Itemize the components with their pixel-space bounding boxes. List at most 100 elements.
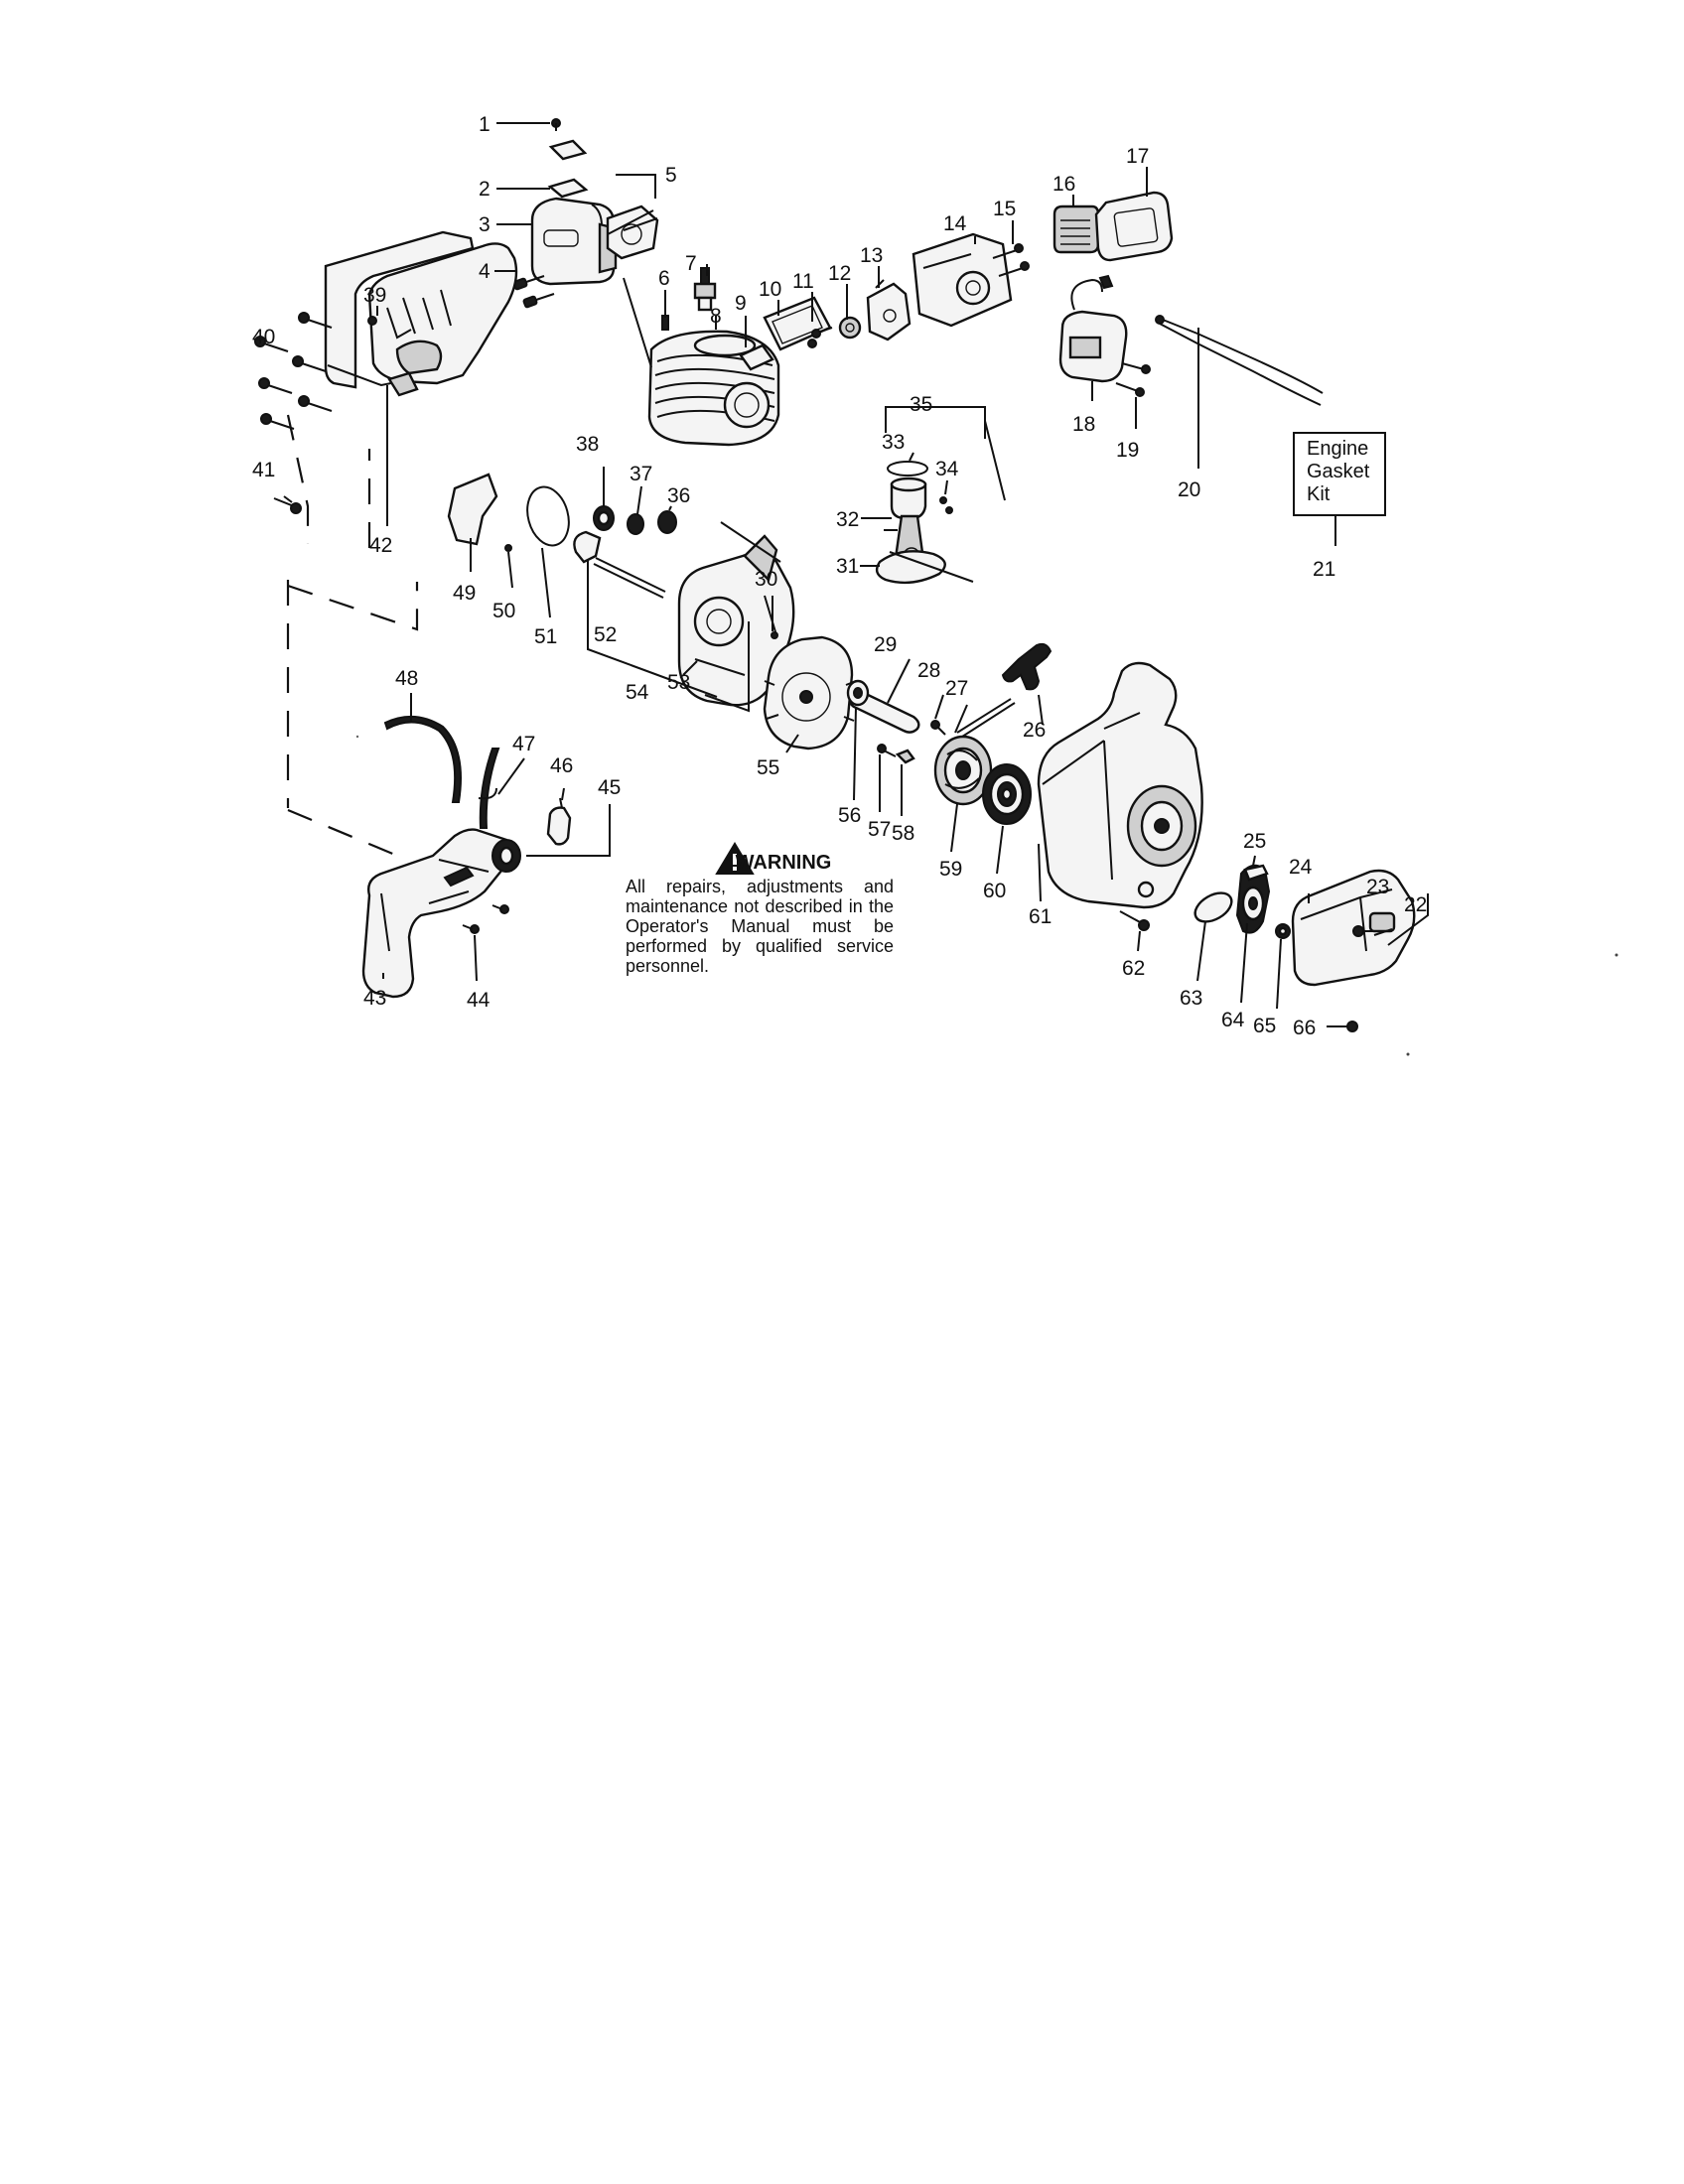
part-16-filter — [1052, 205, 1100, 254]
part-43-handle — [361, 828, 514, 999]
callout-57: 57 — [868, 818, 891, 841]
callout-52: 52 — [594, 623, 617, 646]
part-24-cover — [1291, 869, 1416, 987]
dashed-guides — [286, 414, 419, 862]
part-9-gasket — [739, 343, 774, 371]
callout-38: 38 — [576, 433, 599, 456]
callout-21: 21 — [1313, 558, 1336, 581]
callout-59: 59 — [939, 858, 962, 881]
callout-31: 31 — [836, 555, 859, 578]
part-61-starter-housing — [1037, 661, 1203, 909]
callout-5: 5 — [665, 164, 677, 187]
part-31-gasket — [875, 550, 946, 585]
part-44-screws — [462, 904, 509, 934]
part-60-spring — [982, 763, 1032, 825]
callout-32: 32 — [836, 508, 859, 531]
callout-24: 24 — [1289, 856, 1313, 879]
warning-triangle-icon — [715, 842, 755, 875]
callout-49: 49 — [453, 582, 476, 605]
callout-23: 23 — [1366, 876, 1389, 898]
part-22-screw — [1373, 928, 1393, 936]
callout-51: 51 — [534, 625, 557, 648]
part-40-screws — [254, 312, 333, 430]
callout-27: 27 — [945, 677, 968, 700]
part-63-gasket — [1193, 891, 1233, 923]
part-52-crankshaft — [573, 530, 666, 599]
callout-60: 60 — [983, 880, 1006, 902]
callout-37: 37 — [630, 463, 652, 485]
part-13-carburetor — [866, 279, 912, 341]
callout-17: 17 — [1126, 145, 1149, 168]
callout-33: 33 — [882, 431, 905, 454]
callout-34: 34 — [935, 458, 959, 480]
callout-26: 26 — [1023, 719, 1046, 742]
callout-44: 44 — [467, 989, 491, 1012]
part-55-flywheel — [763, 635, 857, 751]
callout-47: 47 — [512, 733, 535, 755]
part-41-screw — [273, 497, 302, 514]
part-14-air-filter-base — [912, 232, 1013, 328]
part-12-gasket — [838, 316, 862, 340]
callout-58: 58 — [892, 822, 914, 845]
part-33-ring — [887, 461, 928, 477]
part-25-plate — [1243, 864, 1269, 882]
callout-6: 6 — [658, 267, 670, 290]
callout-63: 63 — [1180, 987, 1202, 1010]
part-42-engine-shroud — [324, 230, 518, 397]
callout-28: 28 — [917, 659, 940, 682]
callout-65: 65 — [1253, 1015, 1276, 1037]
callout-labels: 1 2 3 4 5 6 7 8 9 10 11 12 13 14 15 16 1… — [252, 113, 1427, 1039]
part-59-pulley — [933, 735, 993, 806]
callout-45: 45 — [598, 776, 621, 799]
callout-42: 42 — [369, 534, 392, 557]
part-11-screws — [807, 327, 833, 348]
callout-18: 18 — [1072, 413, 1095, 436]
callout-46: 46 — [550, 754, 573, 777]
part-19-screws — [1115, 362, 1151, 397]
part-56-washer — [846, 679, 870, 707]
callout-22: 22 — [1404, 893, 1427, 916]
part-36-seal — [657, 510, 677, 534]
warning-text: All repairs, adjustments and maintenance… — [626, 877, 894, 976]
part-18-ignition-module — [1058, 274, 1128, 383]
kit-line-1: Engine — [1307, 438, 1369, 460]
part-20-wires — [1155, 315, 1324, 406]
callout-55: 55 — [757, 756, 779, 779]
kit-line-3: Kit — [1307, 483, 1331, 505]
callout-29: 29 — [874, 633, 897, 656]
part-48-fuel-line — [383, 716, 462, 803]
callout-30: 30 — [755, 568, 777, 591]
leader-lines — [283, 122, 1348, 1027]
warning-heading: WARNING — [735, 852, 832, 874]
part-65-nut — [1275, 923, 1291, 939]
part-50-pin — [504, 544, 512, 552]
callout-53: 53 — [667, 671, 690, 694]
part-plate — [548, 139, 588, 161]
callout-14: 14 — [943, 212, 967, 235]
callout-12: 12 — [828, 262, 851, 285]
part-15-screws — [992, 243, 1030, 277]
part-51-o-ring — [526, 485, 570, 547]
callout-4: 4 — [479, 260, 491, 283]
callout-3: 3 — [479, 213, 491, 236]
callout-1: 1 — [479, 113, 491, 136]
part-34-pin-clips — [939, 496, 953, 514]
callout-7: 7 — [685, 252, 697, 275]
callout-20: 20 — [1178, 478, 1200, 501]
part-46-fuel-filter — [546, 797, 572, 846]
callout-41: 41 — [252, 459, 275, 481]
callout-35: 35 — [910, 393, 932, 416]
callout-43: 43 — [363, 987, 386, 1010]
part-58-pawl — [895, 749, 915, 764]
engine-gasket-kit-box: Engine Gasket Kit — [1293, 432, 1386, 516]
part-66-screw — [1346, 1021, 1358, 1032]
callout-39: 39 — [363, 284, 386, 307]
part-39-screw — [367, 316, 377, 326]
part-64-clutch-plate — [1235, 864, 1271, 934]
part-57-screw — [877, 744, 897, 757]
callout-40: 40 — [252, 326, 275, 348]
part-2-gasket — [547, 178, 589, 199]
callout-11: 11 — [792, 270, 814, 293]
part-26-handle — [1001, 642, 1052, 691]
